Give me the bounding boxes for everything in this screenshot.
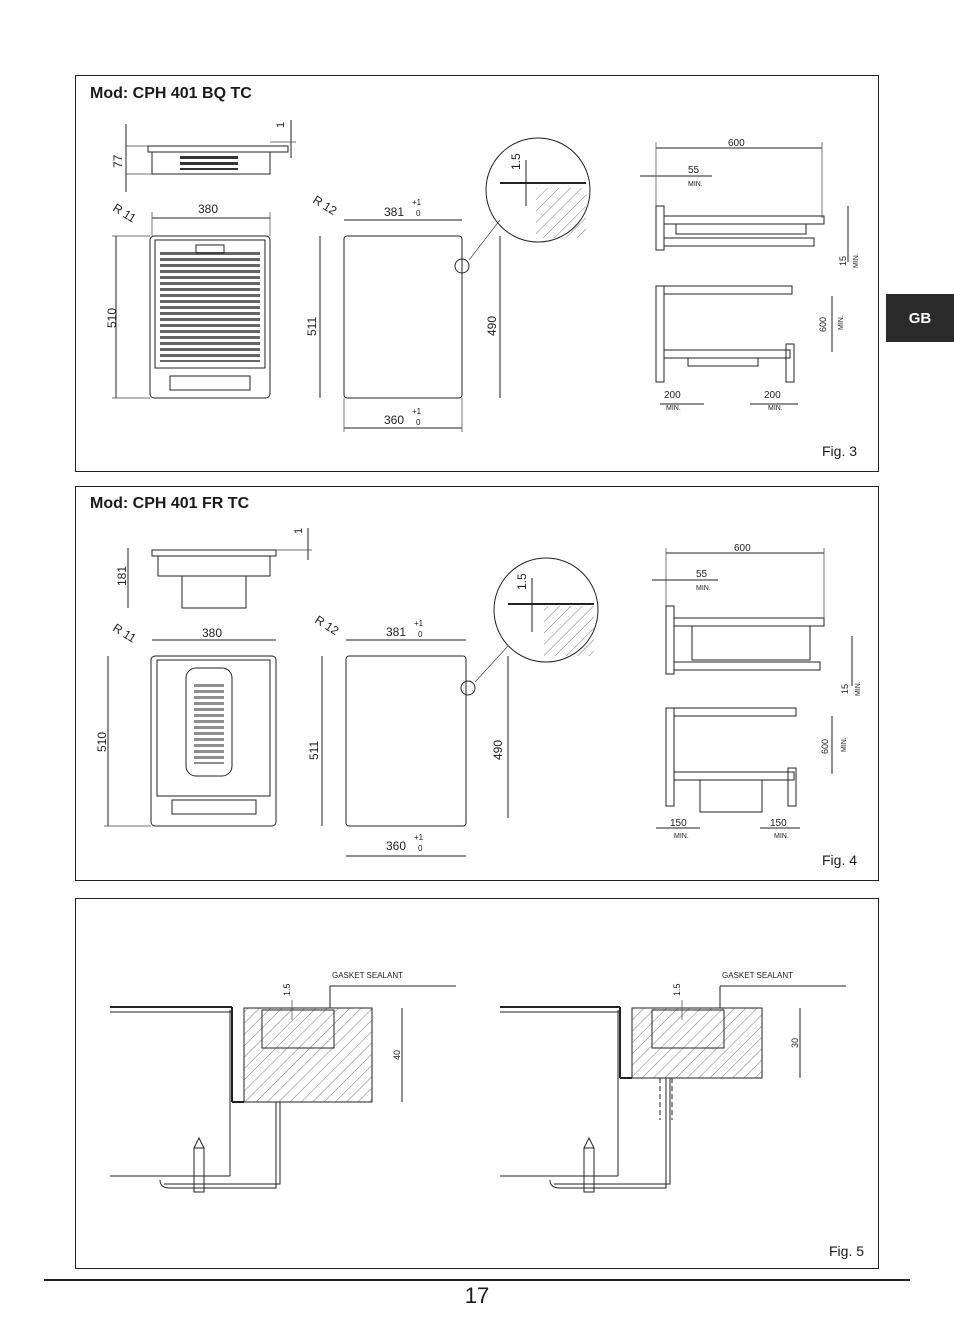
fig4-dim-detail: 1.5	[515, 573, 529, 590]
fig5-right-section	[500, 985, 846, 1193]
fig3-side-elevation	[640, 142, 849, 405]
fig4-side-profile	[127, 528, 312, 609]
fig3-min-e: MIN.	[768, 405, 783, 412]
fig4-min-e: MIN.	[774, 833, 789, 840]
fig5-left-sealant: GASKET SEALANT	[332, 971, 403, 980]
fig3-dim-top-gap: 1	[275, 122, 287, 128]
fig5-right-sealant: GASKET SEALANT	[722, 971, 793, 980]
fig4-min-a: MIN.	[696, 585, 711, 592]
fig4-dim-height: 181	[115, 566, 129, 586]
fig4-side-600v: 600	[820, 739, 830, 754]
fig4-tol-zero-a: 0	[418, 630, 423, 639]
fig4-dim-top-gap: 1	[293, 528, 305, 534]
fig3-side-600v: 600	[818, 317, 828, 332]
fig4-dim-cut-inner: 490	[491, 740, 505, 760]
fig3-tol-plus-b: +1	[412, 407, 422, 416]
fig4-tol-zero-b: 0	[418, 844, 423, 853]
fig3-side-profile	[125, 120, 296, 192]
fig3-dim-height: 77	[111, 154, 125, 168]
fig3-top-view	[112, 212, 271, 399]
footer-rule	[44, 1279, 910, 1281]
fig3-side-200a: 200	[664, 390, 681, 401]
fig4-side-15: 15	[840, 684, 850, 694]
fig3-title: Mod: CPH 401 BQ TC	[90, 85, 252, 102]
fig4-tol-plus-b: +1	[414, 833, 424, 842]
fig3-dim-detail: 1.5	[509, 153, 523, 170]
fig3-dim-cut-depth: 511	[305, 317, 319, 336]
fig4-cutout	[321, 557, 599, 857]
fig3-dim-cut-inner: 490	[485, 316, 499, 336]
fig5-label: Fig. 5	[829, 1243, 865, 1259]
fig4-min-d: MIN.	[674, 833, 689, 840]
fig4-min-b: MIN.	[855, 681, 862, 696]
fig4-dim-cut-width: 381	[386, 625, 406, 639]
fig3-cutout	[319, 137, 591, 432]
fig4-label: Fig. 4	[822, 852, 858, 868]
fig5-right-thickness: 30	[790, 1038, 800, 1048]
fig3-dim-depth: 510	[105, 308, 119, 328]
fig3-side-600: 600	[728, 138, 745, 149]
fig5-right-gap: 1.5	[672, 983, 682, 996]
fig4-min-c: MIN.	[841, 737, 848, 752]
fig5-left-thickness: 40	[392, 1050, 402, 1060]
fig3-min-b: MIN.	[853, 253, 860, 268]
fig3-label: Fig. 3	[822, 443, 858, 459]
fig5-left-gap: 1.5	[282, 983, 292, 996]
fig5-left-section	[110, 985, 456, 1193]
fig4-tol-plus-a: +1	[414, 619, 424, 628]
fig4-side-elevation	[652, 548, 853, 829]
fig4-dim-width: 380	[202, 626, 222, 640]
fig4-panel	[75, 486, 879, 881]
fig4-dim-cut-bottom: 360	[386, 839, 406, 853]
fig4-dim-cut-depth: 511	[307, 741, 321, 760]
fig4-top-view	[104, 639, 277, 827]
fig3-side-55: 55	[688, 165, 700, 176]
fig4-side-600: 600	[734, 543, 751, 554]
fig3-dim-width: 380	[198, 202, 218, 216]
page-number: 17	[464, 1283, 490, 1308]
fig3-tol-zero-b: 0	[416, 418, 421, 427]
fig4-dim-depth: 510	[95, 732, 109, 752]
fig3-min-d: MIN.	[666, 405, 681, 412]
fig4-side-150b: 150	[770, 818, 787, 829]
language-tab: GB	[886, 294, 954, 342]
fig4-side-55: 55	[696, 569, 708, 580]
fig4-title: Mod: CPH 401 FR TC	[90, 495, 250, 512]
fig3-dim-cut-bottom: 360	[384, 413, 404, 427]
fig3-side-15: 15	[838, 256, 848, 266]
fig3-tol-zero-a: 0	[416, 209, 421, 218]
fig3-min-a: MIN.	[688, 181, 703, 188]
fig3-side-200b: 200	[764, 390, 781, 401]
fig3-dim-cut-width: 381	[384, 205, 404, 219]
fig4-side-150a: 150	[670, 818, 687, 829]
fig5-panel	[75, 898, 879, 1269]
fig3-tol-plus-a: +1	[412, 198, 422, 207]
fig3-min-c: MIN.	[838, 315, 845, 330]
